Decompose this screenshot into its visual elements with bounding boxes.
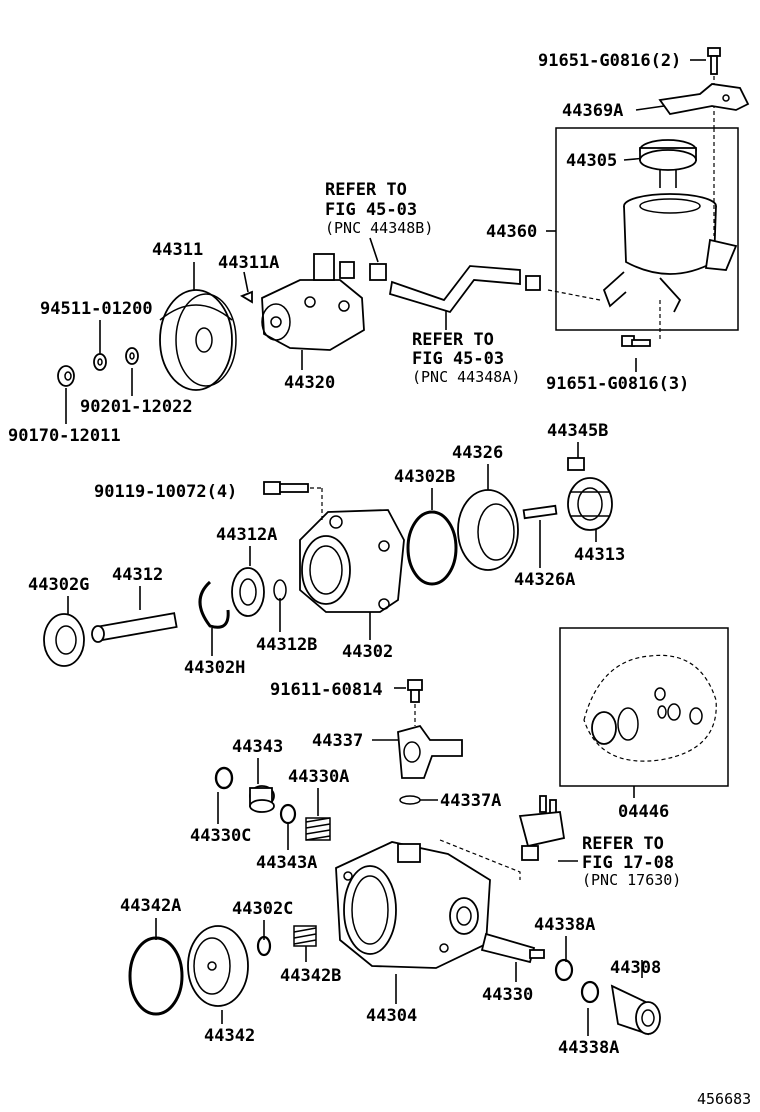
label-44302: 44302 bbox=[342, 642, 393, 662]
label-91611-60814: 91611-60814 bbox=[270, 680, 383, 700]
label-44337: 44337 bbox=[312, 731, 363, 751]
label-44342a: 44342A bbox=[120, 896, 181, 916]
label-refer-to-17: REFER TO bbox=[582, 834, 664, 854]
label-44311: 44311 bbox=[152, 240, 203, 260]
gasket-44337a bbox=[399, 795, 421, 805]
label-44320: 44320 bbox=[284, 373, 335, 393]
washer-94511-01200 bbox=[93, 353, 107, 371]
bearing-44312a bbox=[231, 567, 265, 617]
label-44342b: 44342B bbox=[280, 966, 341, 986]
shaft-44312 bbox=[91, 612, 178, 643]
label-44302b: 44302B bbox=[394, 467, 455, 487]
plug-44343 bbox=[249, 785, 275, 813]
rotor-44313 bbox=[567, 477, 613, 531]
label-refer-to-a: REFER TO bbox=[412, 330, 494, 350]
label-44326: 44326 bbox=[452, 443, 503, 463]
leader-lines bbox=[65, 59, 706, 1036]
label-44302c: 44302C bbox=[232, 899, 293, 919]
label-90170-12011: 90170-12011 bbox=[8, 426, 121, 446]
label-44330: 44330 bbox=[482, 985, 533, 1005]
label-44312a: 44312A bbox=[216, 525, 277, 545]
hose bbox=[369, 263, 541, 314]
valve-44330 bbox=[480, 932, 545, 964]
pulley-44311 bbox=[159, 289, 237, 391]
reservoir-frame bbox=[555, 127, 739, 331]
pin-44326a bbox=[522, 504, 558, 520]
label-44343: 44343 bbox=[232, 737, 283, 757]
label-44337a: 44337A bbox=[440, 791, 501, 811]
label-44305: 44305 bbox=[566, 151, 617, 171]
label-refer-to-b: REFER TO bbox=[325, 180, 407, 200]
label-44338a-bottom: 44338A bbox=[558, 1038, 619, 1058]
washer-90201-12022 bbox=[125, 347, 139, 365]
snap-ring-44330c bbox=[214, 766, 234, 790]
snap-ring-44312b bbox=[273, 579, 287, 601]
label-44311a: 44311A bbox=[218, 253, 279, 273]
label-44302h: 44302H bbox=[184, 658, 245, 678]
o-ring-44302c bbox=[256, 935, 272, 957]
label-fig-17-08: FIG 17-08 bbox=[582, 853, 674, 873]
label-44338a-top: 44338A bbox=[534, 915, 595, 935]
pressure-switch bbox=[439, 795, 566, 880]
spring-44330a bbox=[305, 817, 331, 841]
bolt-91651-g0816-3 bbox=[621, 335, 651, 347]
label-44330c: 44330C bbox=[190, 826, 251, 846]
label-fig-45-03-a: FIG 45-03 bbox=[412, 349, 504, 369]
reservoir-tank-44360 bbox=[602, 128, 738, 340]
label-44304: 44304 bbox=[366, 1006, 417, 1026]
reservoir-link bbox=[547, 289, 601, 301]
o-ring-44338a-top bbox=[554, 958, 574, 982]
bolt-90119-10072 bbox=[263, 481, 323, 522]
key-44311a bbox=[239, 290, 253, 304]
label-90119-10072-4: 90119-10072(4) bbox=[94, 482, 237, 502]
snap-ring-44302h bbox=[198, 580, 230, 629]
label-91651-g0816-3: 91651-G0816(3) bbox=[546, 374, 689, 394]
label-44312b: 44312B bbox=[256, 635, 317, 655]
cam-ring-44326 bbox=[457, 489, 519, 571]
reservoir-cap-44305 bbox=[639, 139, 697, 188]
o-ring-44342a bbox=[128, 936, 184, 1016]
side-plate-44342 bbox=[187, 925, 249, 1007]
label-04446: 04446 bbox=[618, 802, 669, 822]
label-pnc-44348b: (PNC 44348B) bbox=[325, 219, 433, 237]
union-44337 bbox=[397, 724, 463, 779]
oil-seal-44302g bbox=[43, 613, 85, 667]
o-ring-44343a bbox=[279, 803, 297, 825]
label-pnc-17630: (PNC 17630) bbox=[582, 871, 681, 889]
label-90201-12022: 90201-12022 bbox=[80, 397, 193, 417]
label-pnc-44348a: (PNC 44348A) bbox=[412, 368, 520, 386]
label-94511-01200: 94511-01200 bbox=[40, 299, 153, 319]
label-fig-45-03-b: FIG 45-03 bbox=[325, 200, 417, 220]
label-44343a: 44343A bbox=[256, 853, 317, 873]
o-ring-44338a-bottom bbox=[580, 980, 600, 1004]
bolt-91611-60814 bbox=[407, 679, 423, 726]
gasket-kit-04446 bbox=[583, 654, 717, 762]
bracket-44369a bbox=[658, 83, 750, 115]
label-44369a: 44369A bbox=[562, 101, 623, 121]
label-44313: 44313 bbox=[574, 545, 625, 565]
nut-90170-12011 bbox=[57, 365, 75, 387]
gasket-kit-frame bbox=[559, 627, 729, 787]
spring-44342b bbox=[293, 925, 317, 947]
plug-44308 bbox=[610, 984, 661, 1036]
pin-44345b bbox=[567, 457, 585, 471]
label-44345b: 44345B bbox=[547, 421, 608, 441]
label-91651-g0816-2: 91651-G0816(2) bbox=[538, 51, 681, 71]
label-44326a: 44326A bbox=[514, 570, 575, 590]
label-44308: 44308 bbox=[610, 958, 661, 978]
label-44360: 44360 bbox=[486, 222, 537, 242]
label-44302g: 44302G bbox=[28, 575, 89, 595]
o-ring-44302b bbox=[406, 510, 458, 586]
label-44312: 44312 bbox=[112, 565, 163, 585]
front-housing-44302 bbox=[299, 509, 405, 613]
figure-id: 456683 bbox=[697, 1090, 751, 1108]
rear-housing-44304 bbox=[335, 841, 491, 969]
label-44342: 44342 bbox=[204, 1026, 255, 1046]
pump-assembly-44320 bbox=[261, 253, 365, 351]
label-44330a: 44330A bbox=[288, 767, 349, 787]
